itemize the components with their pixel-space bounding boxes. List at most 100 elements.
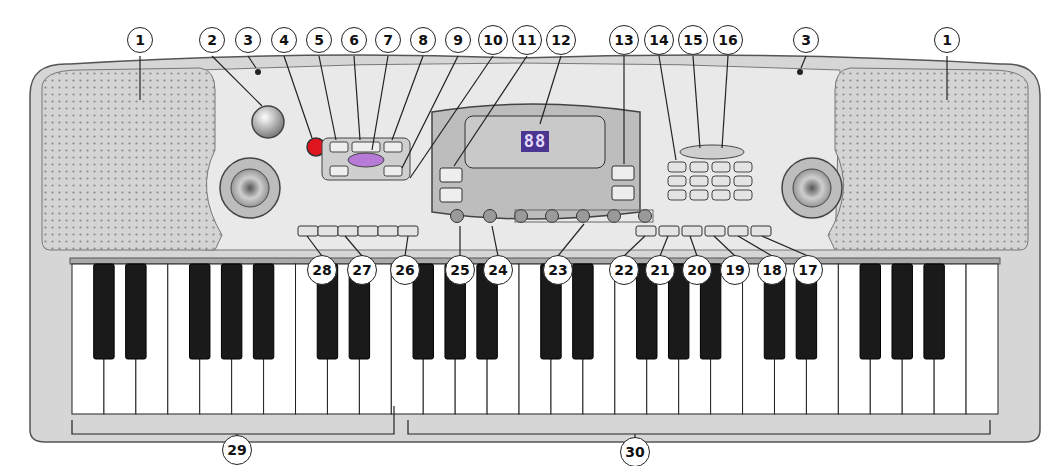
callout-number: 3 bbox=[235, 27, 261, 53]
round-button bbox=[515, 210, 528, 223]
keypad-button bbox=[734, 162, 752, 172]
hole bbox=[255, 69, 261, 75]
keypad-button bbox=[668, 190, 686, 200]
callout-number: 14 bbox=[644, 25, 674, 55]
round-button bbox=[484, 210, 497, 223]
number-keypad bbox=[668, 162, 752, 200]
speaker bbox=[782, 158, 842, 218]
keypad-top bbox=[680, 145, 744, 159]
button-frame bbox=[515, 210, 653, 222]
keypad-button bbox=[668, 176, 686, 186]
center-button bbox=[348, 153, 384, 167]
display-readout: 88 bbox=[521, 131, 549, 152]
display-window bbox=[465, 116, 605, 168]
callout-number: 9 bbox=[445, 27, 471, 53]
callout-number: 28 bbox=[307, 255, 337, 285]
callout-number: 15 bbox=[678, 25, 708, 55]
keyboard-body bbox=[30, 55, 1040, 442]
keypad-button bbox=[712, 190, 730, 200]
round-button bbox=[639, 210, 652, 223]
button bbox=[612, 186, 634, 200]
callout-number: 12 bbox=[546, 25, 576, 55]
button-cluster bbox=[322, 138, 410, 180]
callout-number: 3 bbox=[793, 27, 819, 53]
round-buttons bbox=[451, 210, 652, 223]
function-button bbox=[728, 226, 748, 236]
function-button bbox=[378, 226, 398, 236]
keypad-button bbox=[668, 162, 686, 172]
button bbox=[440, 188, 462, 202]
button bbox=[612, 166, 634, 180]
black-key bbox=[190, 264, 210, 359]
callout-number: 27 bbox=[347, 255, 377, 285]
function-button bbox=[338, 226, 358, 236]
keypad-button bbox=[690, 176, 708, 186]
keypad-button bbox=[734, 190, 752, 200]
key-rail bbox=[70, 258, 1000, 264]
callout-number: 7 bbox=[375, 27, 401, 53]
callout-number: 8 bbox=[410, 27, 436, 53]
callout-number: 20 bbox=[682, 255, 712, 285]
callout-number: 10 bbox=[478, 25, 508, 55]
speaker-cone bbox=[793, 169, 831, 207]
round-button bbox=[546, 210, 559, 223]
keypad-button bbox=[690, 190, 708, 200]
black-key bbox=[126, 264, 146, 359]
keypad-button bbox=[712, 176, 730, 186]
callout-number: 5 bbox=[306, 27, 332, 53]
callout-number: 29 bbox=[222, 435, 252, 465]
volume-knob bbox=[252, 106, 284, 138]
callout-number: 22 bbox=[609, 255, 639, 285]
function-button bbox=[682, 226, 702, 236]
round-button bbox=[577, 210, 590, 223]
callout-number: 21 bbox=[645, 255, 675, 285]
keypad-button bbox=[712, 162, 730, 172]
black-key bbox=[924, 264, 944, 359]
leader-lines bbox=[72, 56, 990, 439]
black-key bbox=[892, 264, 912, 359]
callout-number: 17 bbox=[793, 255, 823, 285]
callout-number: 30 bbox=[620, 437, 650, 466]
speaker bbox=[220, 158, 280, 218]
callout-number: 2 bbox=[199, 27, 225, 53]
function-button bbox=[636, 226, 656, 236]
speaker-cone bbox=[231, 169, 269, 207]
button bbox=[440, 168, 462, 182]
callout-number: 19 bbox=[720, 255, 750, 285]
keypad-button bbox=[734, 176, 752, 186]
round-button bbox=[451, 210, 464, 223]
black-key bbox=[253, 264, 273, 359]
display-surround bbox=[432, 104, 640, 219]
function-button bbox=[318, 226, 338, 236]
keybed bbox=[72, 264, 998, 414]
callout-number: 16 bbox=[713, 25, 743, 55]
callout-number: 11 bbox=[512, 25, 542, 55]
black-key bbox=[221, 264, 241, 359]
button-rows bbox=[298, 226, 771, 236]
function-button bbox=[751, 226, 771, 236]
function-button bbox=[705, 226, 725, 236]
callout-number: 1 bbox=[934, 27, 960, 53]
speaker-grille bbox=[42, 68, 222, 250]
callout-number: 4 bbox=[271, 27, 297, 53]
black-key bbox=[573, 264, 593, 359]
white-key bbox=[966, 264, 998, 414]
callout-number: 23 bbox=[543, 255, 573, 285]
function-button bbox=[398, 226, 418, 236]
callout-number: 18 bbox=[757, 255, 787, 285]
round-button bbox=[608, 210, 621, 223]
speaker-grille bbox=[828, 68, 1028, 250]
callout-number: 24 bbox=[483, 255, 513, 285]
callout-number: 6 bbox=[341, 27, 367, 53]
callout-number: 26 bbox=[390, 255, 420, 285]
black-key bbox=[860, 264, 880, 359]
callout-number: 25 bbox=[445, 255, 475, 285]
callout-number: 1 bbox=[127, 27, 153, 53]
black-key bbox=[94, 264, 114, 359]
keypad-button bbox=[690, 162, 708, 172]
callout-number: 13 bbox=[609, 25, 639, 55]
function-button bbox=[659, 226, 679, 236]
function-button bbox=[298, 226, 318, 236]
